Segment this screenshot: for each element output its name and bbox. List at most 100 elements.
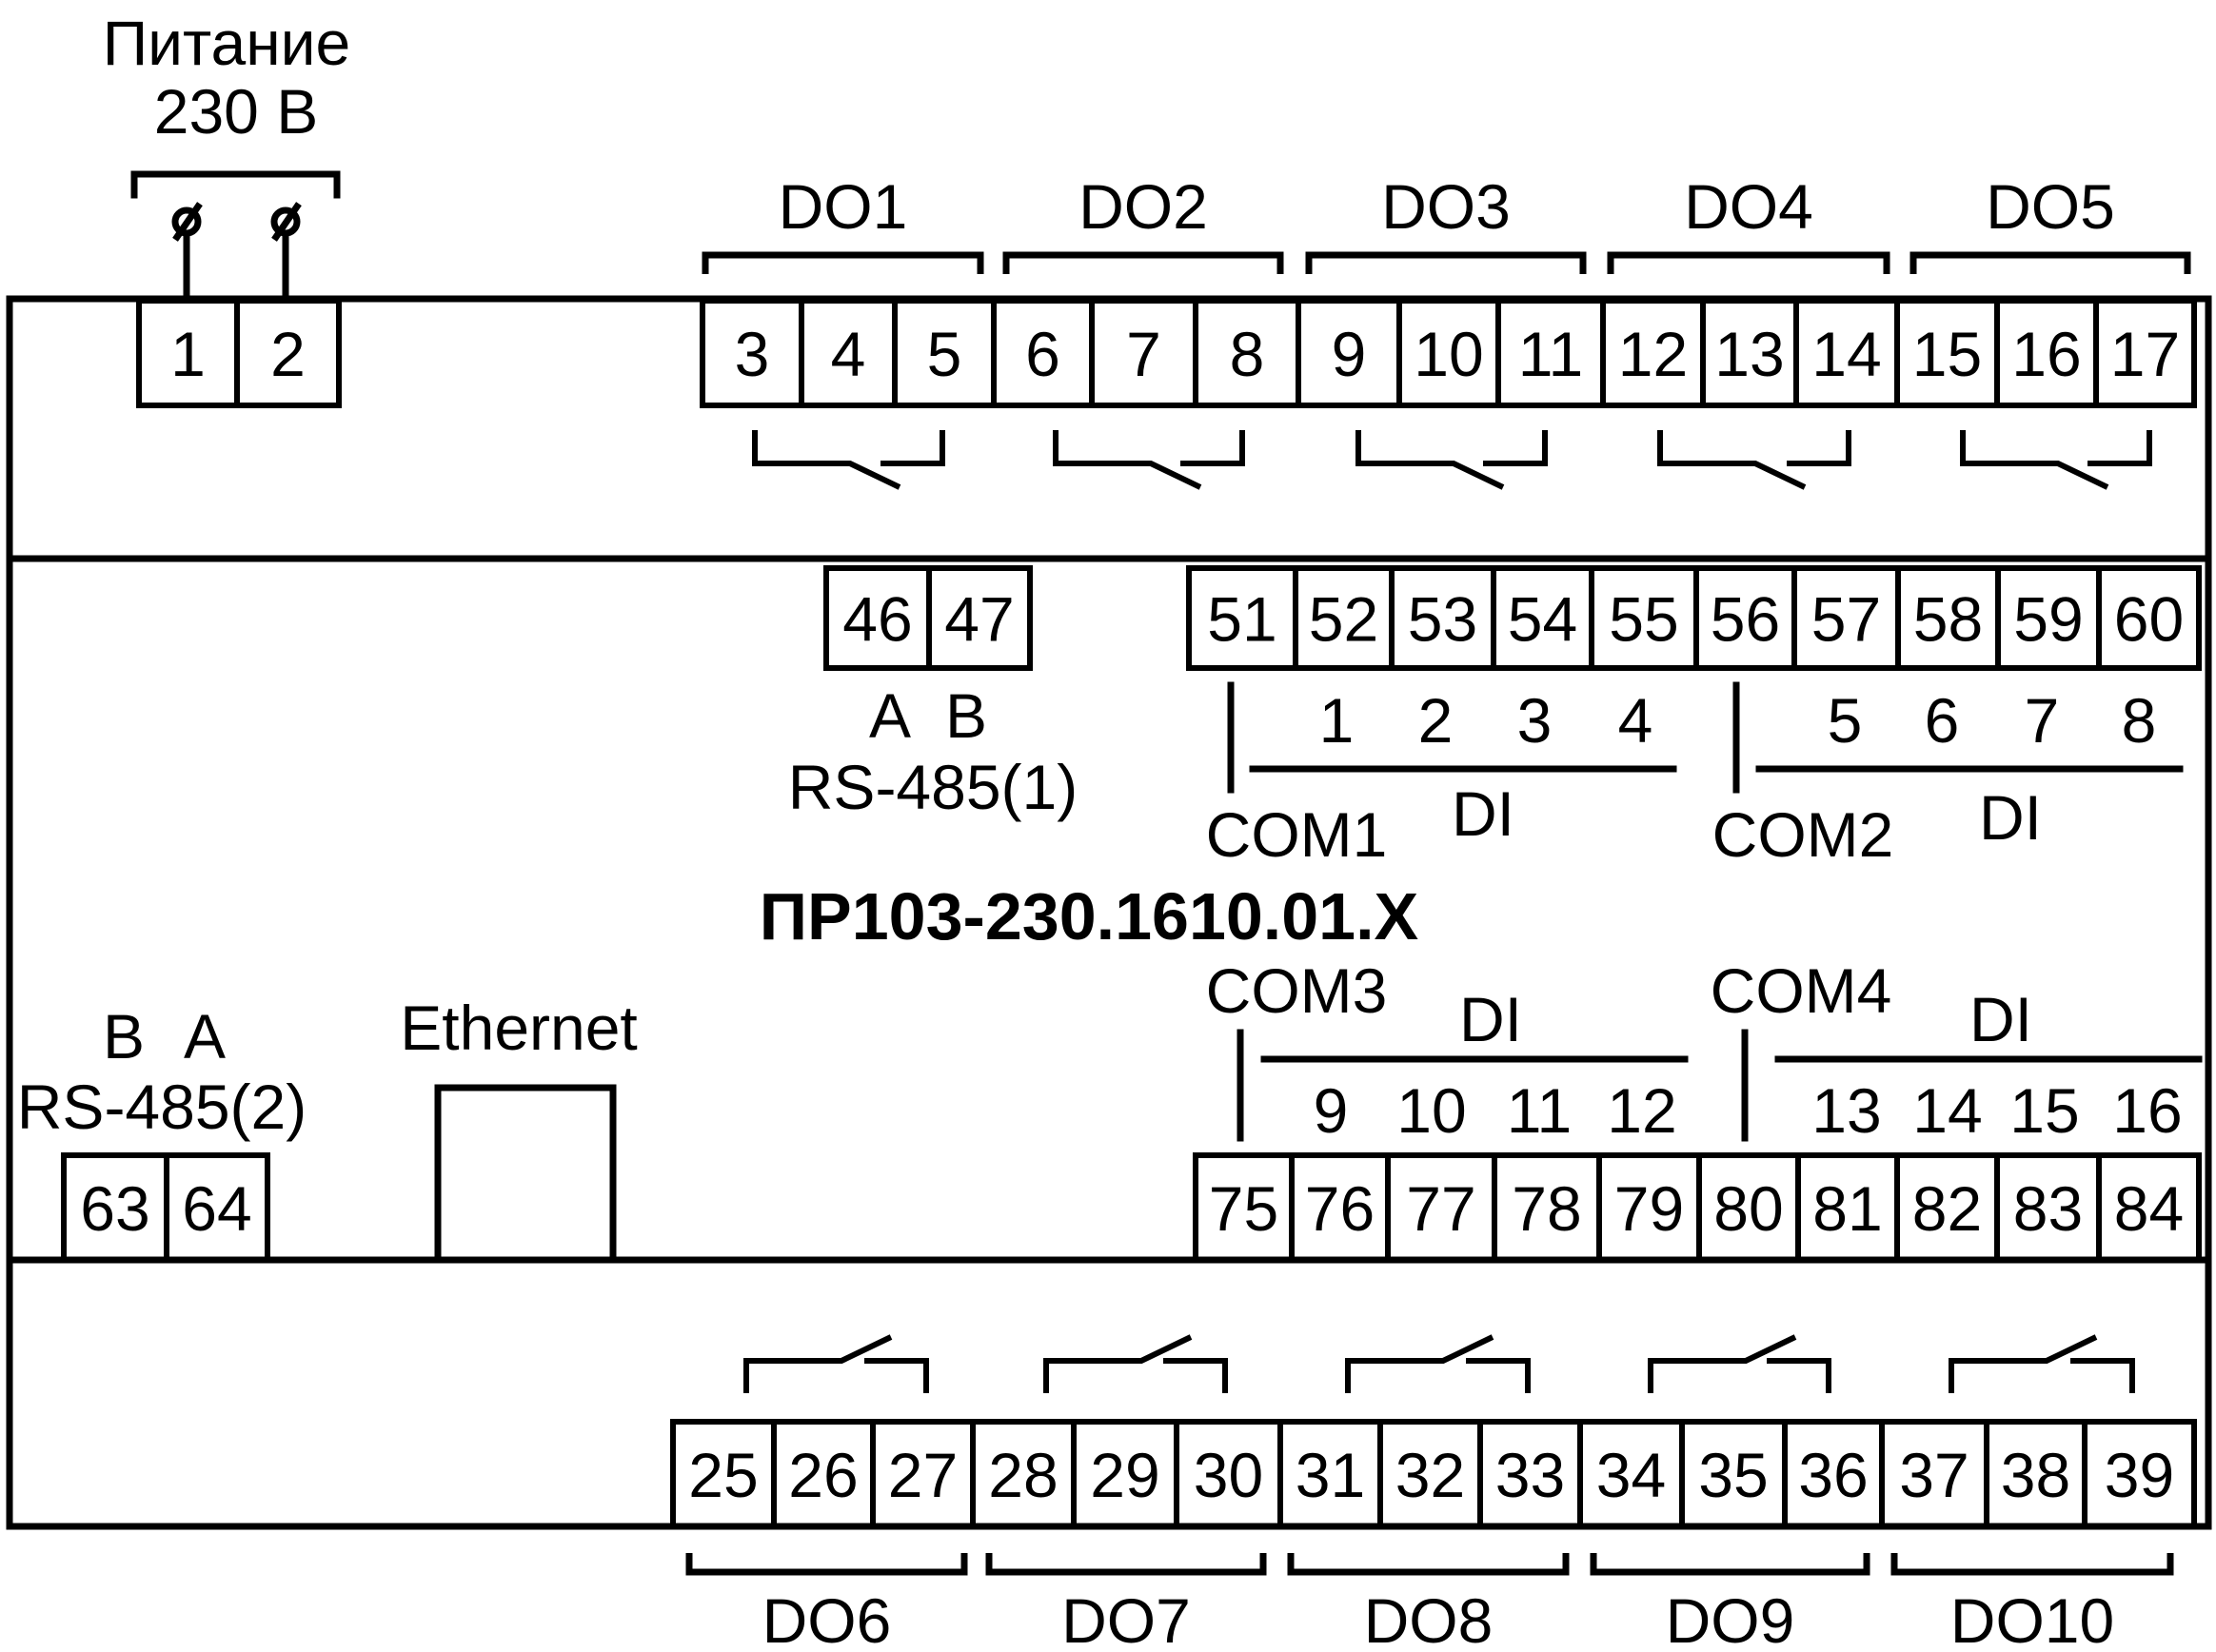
rs485-2-label: RS-485(2) bbox=[17, 1072, 307, 1142]
di-number-14: 14 bbox=[1912, 1075, 1982, 1146]
terminal-label-15: 15 bbox=[1912, 319, 1982, 389]
di-group2-label: DI bbox=[1979, 782, 2042, 853]
com1-label: COM1 bbox=[1206, 799, 1388, 870]
di-number-15: 15 bbox=[2009, 1075, 2079, 1146]
relay-contact-5 bbox=[1960, 430, 2152, 490]
terminal-label-36: 36 bbox=[1798, 1440, 1868, 1510]
do-bracket-9 bbox=[1590, 1553, 1870, 1576]
terminal-label-16: 16 bbox=[2011, 319, 2081, 389]
do-bracket-1 bbox=[702, 251, 984, 274]
terminal-label-2: 2 bbox=[270, 319, 306, 389]
relay-contact-1 bbox=[752, 430, 945, 490]
do-bracket-7 bbox=[985, 1553, 1267, 1576]
di-number-13: 13 bbox=[1811, 1075, 1881, 1146]
relay-contact-6 bbox=[743, 1334, 929, 1393]
terminal-box-84 bbox=[2096, 1152, 2202, 1263]
di-number-2: 2 bbox=[1418, 685, 1454, 756]
di-number-1: 1 bbox=[1319, 685, 1355, 756]
output-label-DO3: DO3 bbox=[1381, 171, 1511, 242]
terminal-label-38: 38 bbox=[2001, 1440, 2070, 1510]
terminal-label-31: 31 bbox=[1296, 1440, 1365, 1510]
com4-label: COM4 bbox=[1711, 955, 1892, 1026]
terminal-label-54: 54 bbox=[1508, 584, 1577, 655]
do-bracket-5 bbox=[1909, 251, 2191, 274]
terminal-box-2 bbox=[234, 298, 342, 408]
relay-contact-3 bbox=[1355, 430, 1548, 490]
rs485-1-label: RS-485(1) bbox=[788, 752, 1078, 822]
output-label-DO7: DO7 bbox=[1061, 1585, 1191, 1652]
terminal-label-29: 29 bbox=[1090, 1440, 1159, 1510]
rs485-1-a-label: A bbox=[869, 680, 911, 751]
terminal-label-47: 47 bbox=[944, 584, 1014, 655]
terminal-label-3: 3 bbox=[735, 319, 770, 389]
terminal-label-52: 52 bbox=[1309, 584, 1378, 655]
terminal-label-81: 81 bbox=[1812, 1173, 1882, 1244]
terminal-label-59: 59 bbox=[2013, 584, 2083, 655]
di-number-6: 6 bbox=[1925, 685, 1960, 756]
terminal-label-57: 57 bbox=[1811, 584, 1881, 655]
do-bracket-2 bbox=[1002, 251, 1284, 274]
do-bracket-4 bbox=[1607, 251, 1890, 274]
terminal-label-32: 32 bbox=[1395, 1440, 1465, 1510]
terminal-label-58: 58 bbox=[1913, 584, 1983, 655]
terminal-label-64: 64 bbox=[182, 1173, 251, 1244]
relay-contact-4 bbox=[1657, 430, 1851, 490]
ethernet-label: Ethernet bbox=[400, 993, 638, 1063]
di-number-11: 11 bbox=[1507, 1075, 1573, 1146]
di-number-9: 9 bbox=[1314, 1075, 1349, 1146]
terminal-label-83: 83 bbox=[2013, 1173, 2083, 1244]
terminal-box-47 bbox=[926, 565, 1033, 671]
terminal-label-63: 63 bbox=[80, 1173, 149, 1244]
output-label-DO2: DO2 bbox=[1078, 171, 1208, 242]
terminal-label-37: 37 bbox=[1899, 1440, 1969, 1510]
di-number-12: 12 bbox=[1607, 1075, 1676, 1146]
screw-terminal-icon-2 bbox=[270, 206, 301, 237]
terminal-label-25: 25 bbox=[688, 1440, 758, 1510]
terminal-label-1: 1 bbox=[170, 319, 206, 389]
com2-label: COM2 bbox=[1712, 799, 1894, 870]
terminal-label-30: 30 bbox=[1194, 1440, 1263, 1510]
terminal-label-12: 12 bbox=[1618, 319, 1688, 389]
terminal-box-17 bbox=[2093, 298, 2197, 408]
do-bracket-10 bbox=[1890, 1553, 2174, 1576]
terminal-label-79: 79 bbox=[1614, 1173, 1684, 1244]
do-bracket-8 bbox=[1287, 1553, 1570, 1576]
di-number-3: 3 bbox=[1517, 685, 1553, 756]
terminal-label-27: 27 bbox=[888, 1440, 958, 1510]
output-label-DO10: DO10 bbox=[1950, 1585, 2114, 1652]
terminal-label-7: 7 bbox=[1126, 319, 1161, 389]
do-bracket-6 bbox=[685, 1553, 968, 1576]
terminal-label-77: 77 bbox=[1406, 1173, 1475, 1244]
rs485-2-b-label: B bbox=[103, 1001, 145, 1072]
terminal-label-76: 76 bbox=[1305, 1173, 1375, 1244]
terminal-label-75: 75 bbox=[1209, 1173, 1278, 1244]
terminal-label-13: 13 bbox=[1714, 319, 1784, 389]
terminal-label-9: 9 bbox=[1332, 319, 1367, 389]
rs485-1-b-label: B bbox=[945, 680, 987, 751]
terminal-box-64 bbox=[164, 1152, 270, 1263]
power-title-line2: 230 В bbox=[154, 76, 318, 147]
terminal-label-4: 4 bbox=[831, 319, 866, 389]
screw-slash-1 bbox=[172, 202, 203, 242]
terminal-label-28: 28 bbox=[988, 1440, 1058, 1510]
terminal-label-39: 39 bbox=[2105, 1440, 2174, 1510]
di-group1-label: DI bbox=[1452, 778, 1514, 849]
di-number-4: 4 bbox=[1618, 685, 1653, 756]
terminal-label-46: 46 bbox=[842, 584, 912, 655]
model-title: ПР103-230.1610.01.Х bbox=[760, 879, 1419, 954]
di-number-10: 10 bbox=[1396, 1075, 1466, 1146]
terminal-label-35: 35 bbox=[1698, 1440, 1768, 1510]
output-label-DO1: DO1 bbox=[779, 171, 908, 242]
terminal-label-26: 26 bbox=[788, 1440, 858, 1510]
power-title-line1: Питание bbox=[103, 8, 351, 78]
power-bracket bbox=[130, 170, 341, 199]
terminal-label-60: 60 bbox=[2114, 584, 2184, 655]
terminal-label-6: 6 bbox=[1025, 319, 1060, 389]
ethernet-port bbox=[434, 1084, 617, 1264]
di-number-8: 8 bbox=[2122, 685, 2157, 756]
di-number-16: 16 bbox=[2112, 1075, 2182, 1146]
di-number-5: 5 bbox=[1828, 685, 1863, 756]
rs485-2-a-label: A bbox=[184, 1001, 226, 1072]
terminal-label-17: 17 bbox=[2110, 319, 2180, 389]
